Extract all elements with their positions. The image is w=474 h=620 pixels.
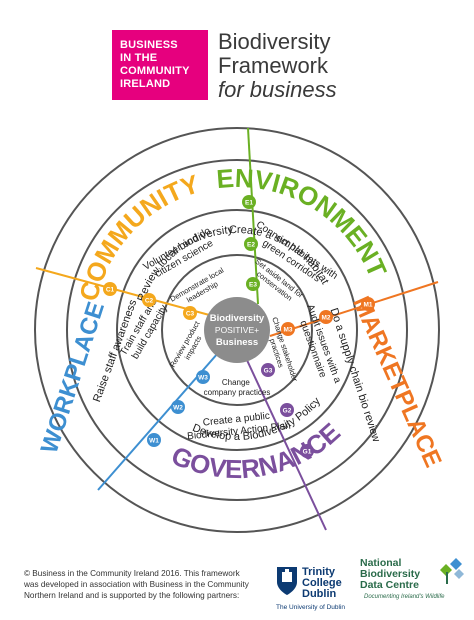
outer-ring (34, 127, 440, 533)
spoke-marketplace (269, 281, 439, 337)
badge-c2 (142, 293, 156, 307)
center-hub (204, 297, 270, 363)
logo-line-2: IN THE (120, 52, 158, 64)
badge-m1-text: M1 (363, 302, 372, 309)
tcd-line-3: Dublin (302, 588, 337, 600)
ring-2 (116, 209, 358, 451)
badge-w2 (171, 400, 185, 414)
copyright-text: © Business in the Community Ireland 2016… (24, 568, 264, 601)
ring-1 (66, 159, 408, 501)
tcd-subtitle: The University of Dublin (276, 604, 345, 611)
action-w3: Review product impacts (168, 318, 210, 374)
badge-e3 (246, 277, 260, 291)
badge-e2 (244, 237, 258, 251)
logo-line-1: BUSINESS (120, 39, 178, 51)
footer-line-2: was developed in association with Busine… (24, 580, 249, 589)
badge-w2-text: W2 (173, 405, 183, 412)
badge-e1-text: E1 (245, 200, 253, 207)
nbdc-line-1: National (360, 557, 402, 569)
tcd-crest-icon (277, 567, 297, 595)
tcd-line-2: College (302, 577, 342, 589)
badge-c3 (183, 306, 197, 320)
badge-w1-text: W1 (149, 438, 159, 445)
footer-line-3: Northern Ireland and is supported by the… (24, 591, 240, 600)
title-line-3: for business (218, 77, 337, 102)
nbdc-line-2: Biodiversity (360, 568, 421, 580)
badge-g3-text: G3 (264, 368, 273, 375)
footer-line-1: © Business in the Community Ireland 2016… (24, 569, 240, 578)
nbdc-leaf-icon (440, 558, 464, 584)
logo-line-3: COMMUNITY (120, 65, 190, 77)
badge-m1 (361, 297, 375, 311)
badge-w1 (147, 433, 161, 447)
badge-g1 (300, 444, 314, 458)
nbdc-logo: National Biodiversity Data Centre Docume… (360, 554, 470, 614)
badge-c1 (103, 282, 117, 296)
action-g3: Change company practices (204, 378, 271, 397)
badge-g2 (280, 403, 294, 417)
badge-c3-text: C3 (186, 311, 195, 318)
nbdc-line-3: Data Centre (360, 579, 419, 591)
tcd-logo: Trinity College Dublin The University of… (276, 566, 366, 616)
ring-3 (161, 254, 313, 406)
badge-c1-text: C1 (106, 287, 115, 294)
badge-w3-text: W3 (198, 375, 208, 382)
badge-g3 (261, 363, 275, 377)
bitc-logo: BUSINESS IN THE COMMUNITY IRELAND (112, 30, 208, 100)
badge-e2-text: E2 (247, 242, 255, 249)
center-line-2: POSITIVE+ (215, 325, 259, 335)
badge-e3-text: E3 (249, 282, 257, 289)
logo-line-4: IRELAND (120, 78, 171, 90)
badge-m3 (281, 322, 295, 336)
badge-m2-text: M2 (321, 315, 330, 322)
badge-m3-text: M3 (283, 327, 292, 334)
spoke-environment (247, 127, 259, 305)
title-line-1: Biodiversity (218, 29, 331, 54)
badge-e1 (242, 195, 256, 209)
title-line-2: Framework (218, 53, 329, 78)
badge-m2 (319, 310, 333, 324)
badge-g2-text: G2 (283, 408, 292, 415)
badge-c2-text: C2 (145, 298, 154, 305)
spoke-community (35, 267, 214, 317)
spoke-governance (245, 357, 327, 531)
center-line-1: Biodiversity (210, 313, 265, 324)
badge-g1-text: G1 (303, 449, 312, 456)
center-line-3: Business (216, 337, 258, 348)
badge-w3 (196, 370, 210, 384)
nbdc-subtitle: Documenting Ireland's Wildlife (364, 594, 445, 600)
tcd-line-1: Trinity (302, 566, 336, 578)
